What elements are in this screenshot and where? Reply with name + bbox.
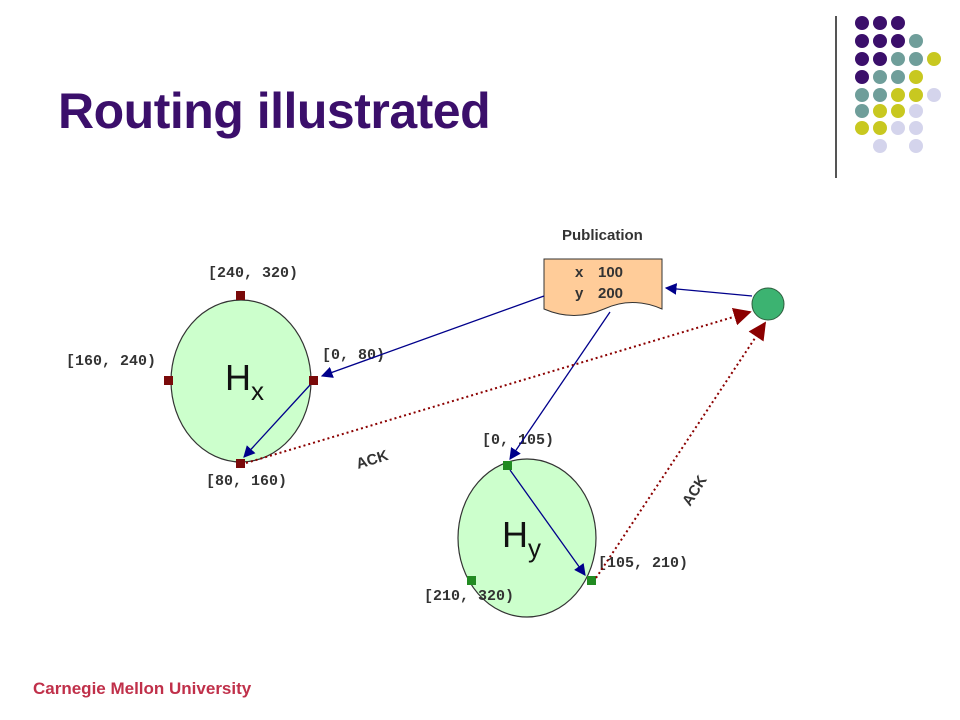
node-hx-port-right xyxy=(309,376,318,385)
deco-dot xyxy=(873,121,887,135)
deco-dot xyxy=(873,104,887,118)
deco-dot xyxy=(873,16,887,30)
node-hx-port-bottom xyxy=(236,459,245,468)
arrow-publication-to-hy xyxy=(509,311,611,460)
deco-dot xyxy=(909,104,923,118)
node-hx-port-top xyxy=(236,291,245,300)
arrow-publisher-to-publication xyxy=(664,283,753,297)
deco-dot xyxy=(855,70,869,84)
ack-label-hy: ACK xyxy=(679,472,711,509)
page-title: Routing illustrated xyxy=(58,83,491,139)
deco-dot xyxy=(891,34,905,48)
deco-dot xyxy=(909,70,923,84)
publication-heading: Publication xyxy=(562,227,643,244)
deco-dot xyxy=(855,34,869,48)
deco-dot xyxy=(891,121,905,135)
deco-dot xyxy=(927,88,941,102)
hy-range-top: [0, 105) xyxy=(482,432,554,449)
publication-attr-x: x xyxy=(575,264,584,281)
deco-dot xyxy=(873,34,887,48)
deco-dot xyxy=(873,70,887,84)
node-hy-label: Hy xyxy=(502,514,541,563)
deco-dot xyxy=(909,52,923,66)
arrow-hx-internal xyxy=(243,384,311,458)
node-hy xyxy=(457,458,597,618)
publication-value-y: 200 xyxy=(598,285,623,302)
deco-dot xyxy=(909,121,923,135)
deco-dot xyxy=(873,88,887,102)
deco-dot xyxy=(909,88,923,102)
node-hy-port-top xyxy=(503,461,512,470)
deco-dot xyxy=(855,121,869,135)
hx-range-right: [0, 80) xyxy=(322,347,385,364)
deco-dot xyxy=(927,52,941,66)
deco-dot xyxy=(855,88,869,102)
deco-dot xyxy=(909,34,923,48)
deco-dot xyxy=(855,52,869,66)
decorative-divider xyxy=(835,16,837,178)
node-hy-port-left xyxy=(467,576,476,585)
footer-university: Carnegie Mellon University xyxy=(33,679,252,698)
deco-dot xyxy=(873,52,887,66)
deco-dot xyxy=(891,16,905,30)
hx-range-left: [160, 240) xyxy=(66,353,156,370)
publication-value-x: 100 xyxy=(598,264,623,281)
deco-dot xyxy=(873,139,887,153)
hy-range-right: [105, 210) xyxy=(598,555,688,572)
publisher-node xyxy=(751,287,785,321)
deco-dot xyxy=(891,70,905,84)
node-hy-port-right xyxy=(587,576,596,585)
ack-arrow-hy xyxy=(595,321,766,579)
arrow-hy-internal xyxy=(509,469,586,576)
hy-range-left: [210, 320) xyxy=(424,588,514,605)
deco-dot xyxy=(855,104,869,118)
hx-range-bottom: [80, 160) xyxy=(206,473,287,490)
publication-document xyxy=(543,258,663,316)
deco-dot xyxy=(909,139,923,153)
deco-dot xyxy=(891,88,905,102)
node-hx-label: Hx xyxy=(225,357,264,406)
arrow-publication-to-hx xyxy=(320,295,545,378)
node-hx-port-left xyxy=(164,376,173,385)
deco-dot xyxy=(855,16,869,30)
deco-dot xyxy=(891,104,905,118)
deco-dot xyxy=(891,52,905,66)
hx-range-top: [240, 320) xyxy=(208,265,298,282)
ack-label-hx: ACK xyxy=(354,447,390,473)
publication-attr-y: y xyxy=(575,285,584,302)
